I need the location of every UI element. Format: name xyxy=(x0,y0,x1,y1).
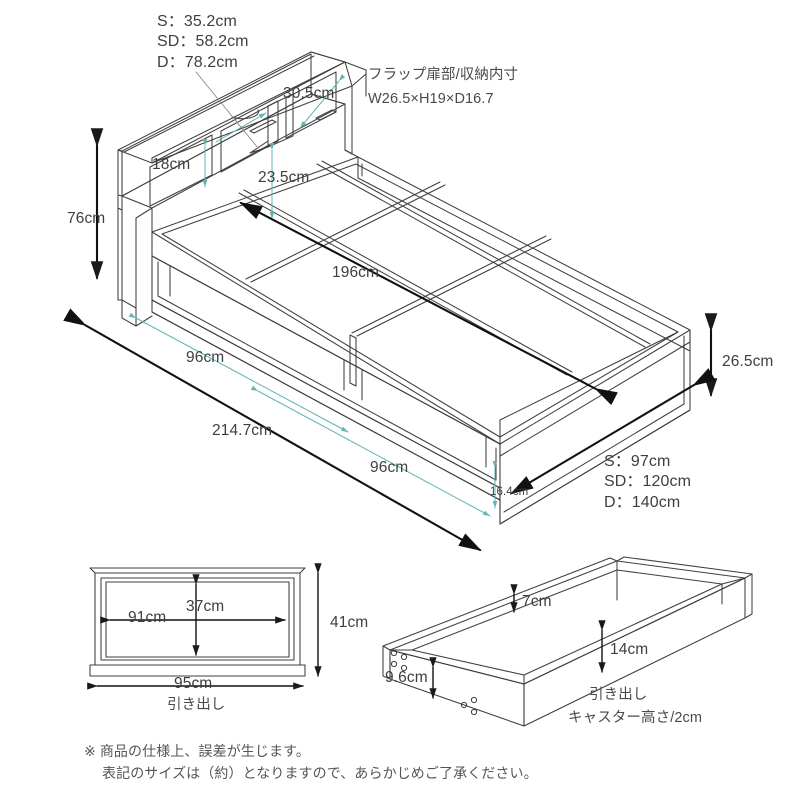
bed-width-sd: SD：120cm xyxy=(604,473,692,491)
drawer-front-dimension-lines xyxy=(87,563,322,690)
drawer-iso-caption-1: 引き出し xyxy=(589,687,648,703)
dim-total-length: 214.7cm xyxy=(212,422,273,439)
flap-door-note-title: フラップ扉部/収納内寸 xyxy=(368,67,519,83)
dim-total-height: 76cm xyxy=(67,210,106,227)
dim-drawer-section-upper: 96cm xyxy=(186,349,225,366)
drawer-iso-dimension-lines xyxy=(429,584,606,699)
bed-width-spec: S：97cm SD：120cm D：140cm xyxy=(604,452,691,513)
dim-rail-gap: 16.4cm xyxy=(490,486,529,498)
dim-drawer-inner-height: 37cm xyxy=(186,598,225,615)
drawer-front-view xyxy=(89,567,306,677)
dim-drawer-section-lower: 96cm xyxy=(370,459,409,476)
bed-width-d: D：140cm xyxy=(604,493,681,511)
drawer-iso-view xyxy=(382,556,753,727)
dim-drawer-outer-width: 95cm xyxy=(174,675,213,692)
bed-assembly-drawing xyxy=(63,51,753,727)
black-dimension-arrows xyxy=(63,128,718,552)
dim-drawer-outer-height: 41cm xyxy=(330,614,369,631)
drawer-front-caption: 引き出し xyxy=(167,697,226,713)
headboard-spec-leader xyxy=(195,71,259,149)
bed-width-s: S：97cm xyxy=(604,453,671,470)
headboard-depth-d: D：78.2cm xyxy=(157,53,238,71)
dim-opening-height: 18cm xyxy=(152,156,191,173)
dim-drawer-inner-width: 91cm xyxy=(128,609,167,626)
flap-door-note-size: W26.5×H19×D16.7 xyxy=(368,90,494,107)
dim-drawer-side-height: 14cm xyxy=(610,641,649,658)
flap-door-note: フラップ扉部/収納内寸 W26.5×H19×D16.7 xyxy=(368,66,518,108)
dim-shelf-width: 30.5cm xyxy=(283,85,335,102)
dim-drawer-front-height: 9.6cm xyxy=(385,669,428,686)
footer-note-line1: ※ 商品の仕様上、誤差が生じます。 xyxy=(84,743,310,759)
footer-note: ※ 商品の仕様上、誤差が生じます。 表記のサイズは（約）となりますので、あらかじ… xyxy=(84,741,538,784)
dim-base-height: 26.5cm xyxy=(722,353,774,370)
dim-headboard-to-deck: 23.5cm xyxy=(258,169,310,186)
footer-note-line2: 表記のサイズは（約）となりますので、あらかじめご了承ください。 xyxy=(102,764,538,781)
headboard-depth-s: S：35.2cm xyxy=(157,13,237,30)
drawer-iso-caption-2: キャスター高さ/2cm xyxy=(568,710,703,726)
headboard-depth-spec: S：35.2cm SD：58.2cm D：78.2cm xyxy=(157,12,249,73)
dim-mattress-length: 196cm xyxy=(332,264,380,281)
dim-drawer-side-top: 7cm xyxy=(522,593,552,610)
headboard-depth-sd: SD：58.2cm xyxy=(157,33,249,51)
